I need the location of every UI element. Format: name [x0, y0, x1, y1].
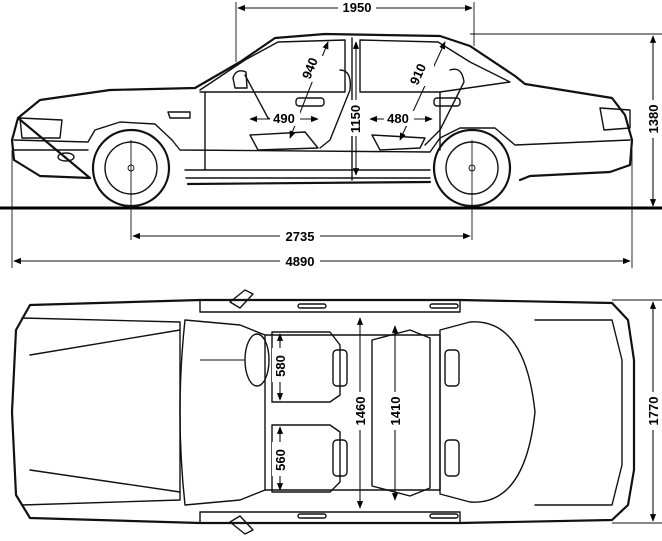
- side-body-outline: [10, 32, 634, 186]
- top-body-outline: [10, 298, 636, 525]
- dim-560: 560: [273, 449, 288, 471]
- dim-480: 480: [387, 111, 409, 126]
- dim-580: 580: [273, 355, 288, 377]
- dim-1950: 1950: [343, 0, 372, 15]
- top-view: 580 560 1460 1410 1770: [10, 289, 662, 535]
- dim-1150: 1150: [348, 105, 363, 133]
- dim-1410: 1410: [388, 397, 403, 426]
- dim-1460: 1460: [353, 397, 368, 426]
- dim-4890: 4890: [286, 254, 315, 269]
- side-view: 1950 940 910 490 480 1150 1380 2735: [0, 0, 662, 269]
- dim-490: 490: [273, 111, 295, 126]
- dim-2735: 2735: [286, 229, 315, 244]
- dim-1770: 1770: [646, 397, 661, 426]
- dim-1380: 1380: [646, 105, 661, 134]
